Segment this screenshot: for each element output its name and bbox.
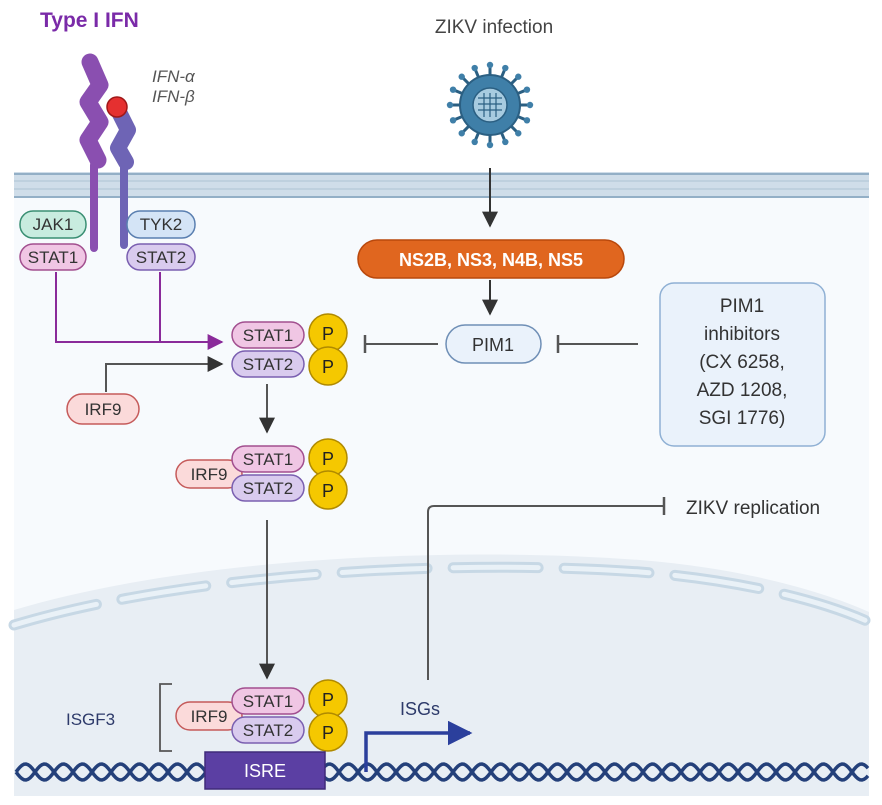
virus-spike-tip [471,64,478,72]
jak1-label: JAK1 [33,215,74,234]
virus-spike-tip [515,130,522,137]
complex1-p1: P [322,324,334,344]
isre-label: ISRE [244,761,286,781]
inhibitors-line-1: PIM1 [720,296,764,317]
complex2-p2: P [322,481,334,501]
virus-spike-tip [486,141,494,149]
isre-box [204,751,326,790]
tyk2-label: TYK2 [140,215,183,234]
plasma-membrane [14,172,869,198]
irf9-free-label: IRF9 [85,400,122,419]
pim1-pill [445,324,542,364]
virus-spike-tip [502,64,509,72]
complex2-irf9-label: IRF9 [191,465,228,484]
inhibitors-line-3: (CX 6258, [699,352,785,373]
label-ifn-beta: IFN-β [152,87,195,106]
virus-spike-tip [515,73,522,80]
receptor-ifnar2 [110,102,136,249]
zikv-infection-label: ZIKV infection [435,17,553,38]
tyk2-pill [126,210,196,239]
dna-helix [14,762,870,782]
viral-proteins-box [357,239,625,279]
virus-spike-tip [449,117,457,124]
isgs-arrow [364,720,473,772]
stat2-receptor-pill [126,243,196,271]
viral-proteins-label: NS2B, NS3, N4B, NS5 [399,250,583,270]
isgf3-complex: IRF9 STAT1 STAT2 P P [175,679,348,752]
isgf3-stat1-label: STAT1 [243,692,293,711]
isgf3-irf9-label: IRF9 [191,707,228,726]
ifn-ligand [106,96,128,118]
inhibitors-line-2: inhibitors [704,324,780,345]
nucleus [14,554,869,796]
virus-spike-tip [458,73,465,80]
inhibitors-line-4: AZD 1208, [697,380,788,401]
virus-spike-tip [449,86,457,93]
virus-spike-tip [446,101,454,109]
isgf3-p2: P [322,723,334,743]
arrow-stat1-to-complex [55,272,224,350]
virus-spike-tip [523,117,531,124]
label-ifn-alpha: IFN-α [152,67,196,86]
isgf3-bracket [159,683,172,752]
zikv-replication-label: ZIKV replication [686,498,820,519]
complex2-stat1-label: STAT1 [243,450,293,469]
stat-complex-phospho: STAT1 STAT2 P P [231,313,348,386]
complex1-stat1-label: STAT1 [243,326,293,345]
arrow-irf9-to-complex [105,356,224,392]
complex1-stat2-label: STAT2 [243,355,293,374]
isgs-label: ISGs [400,699,440,719]
isgf3-stat2-label: STAT2 [243,721,293,740]
irf9-free-pill [66,393,140,425]
virus-spike-tip [458,130,465,137]
virus-spike-tip [471,138,478,146]
stat1-receptor-pill [19,243,87,271]
receptor-ifnar1 [79,53,109,252]
zika-virus-icon [446,61,534,149]
stat-irf9-complex: IRF9 STAT1 STAT2 P P [175,438,348,510]
isgf3-p1: P [322,690,334,710]
nuclear-envelope-inner [11,564,872,628]
pim1-inhibitors-box [659,282,826,447]
virus-spike-tip [523,86,531,93]
isgf3-label: ISGF3 [66,710,115,729]
virus-spike-tip [526,101,534,109]
complex2-p1: P [322,449,334,469]
jak1-pill [19,210,87,239]
virus-spike-tip [486,61,494,69]
diagram-title: Type I IFN [40,9,139,32]
complex2-stat2-label: STAT2 [243,479,293,498]
stat2-receptor-label: STAT2 [136,248,186,267]
stat1-receptor-label: STAT1 [28,248,78,267]
inhibit-zikv-replication [427,505,664,680]
virus-spike-tip [502,138,509,146]
pim1-label: PIM1 [472,335,514,355]
inhibitors-line-5: SGI 1776) [699,408,786,429]
complex1-p2: P [322,357,334,377]
